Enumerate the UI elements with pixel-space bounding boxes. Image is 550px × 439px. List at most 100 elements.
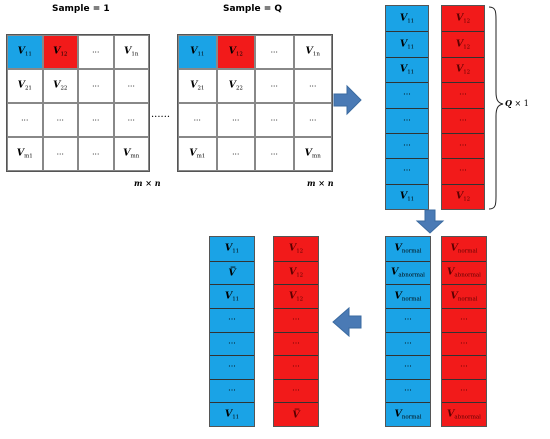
stack-final-blue-cell: V11 — [210, 284, 254, 308]
matrix_right-cell-2-3: ··· — [255, 69, 294, 103]
matrix_right-cell-1-4: V1n — [293, 35, 332, 69]
stack-labeled-red-cell-value: Vabnormal — [447, 266, 481, 279]
stack-top-red-cell: V12 — [442, 6, 484, 31]
stack-labeled-red-cell: ··· — [442, 378, 486, 403]
stack-top-blue-cell-value: ··· — [403, 166, 411, 176]
matrix_right-cell-1-3: ··· — [255, 35, 294, 69]
stack-top-blue-cell: ··· — [386, 158, 428, 183]
matrix_right-cell-3-3: ··· — [255, 103, 294, 137]
matrix_right-cell-value: V21 — [190, 79, 205, 92]
matrix_right-cell-3-2: ··· — [216, 103, 255, 137]
stack-final-blue-cell-value: ··· — [228, 386, 236, 396]
stack-final-red-cell-value: ··· — [292, 315, 300, 325]
stack-labeled-blue-cell: Vnormal — [386, 237, 430, 261]
stack-final-red-cell-value: V̅ — [292, 408, 300, 420]
matrix_right-cell-4-3: ··· — [255, 137, 294, 171]
stack-top-red-cell-value: V12 — [455, 190, 471, 203]
stack-final-blue-cell-value: ··· — [228, 362, 236, 372]
stack-top-red-cell-value: ··· — [459, 141, 467, 151]
stack-final-blue-cell-value: V11 — [224, 289, 240, 302]
stack-top-red-cell-value: V12 — [455, 63, 471, 76]
stack-top-red-cell-value: ··· — [459, 115, 467, 125]
matrix_left-cell-4-4: Vmn — [113, 137, 149, 171]
stack-labeled-red-cell-value: ··· — [460, 386, 468, 396]
stack-labeled-red-cell-value: Vabnormal — [447, 407, 481, 420]
stack-labeled-blue-cell: ··· — [386, 331, 430, 356]
stack-final-red-cell-value: ··· — [292, 386, 300, 396]
matrix_left-cell-1-1: V11 — [7, 35, 43, 69]
matrix_right-cell-4-2: ··· — [216, 137, 255, 171]
matrix_left-cell-2-4: ··· — [113, 69, 149, 103]
stack-top-red-cell: V12 — [442, 56, 484, 82]
stack-labeled-blue-cell: ··· — [386, 378, 430, 403]
matrix_right-cell-1-2: V12 — [216, 35, 255, 69]
stack-final-red-cell-value: V12 — [288, 266, 304, 279]
matrix_right-cell-value: V11 — [190, 45, 205, 58]
matrix_right-cell-value: ··· — [270, 81, 278, 91]
matrix_left-cell-1-3: ··· — [78, 35, 114, 69]
matrix_left-cell-value: V11 — [17, 45, 32, 58]
stack-labeled-red-cell: Vnormal — [442, 284, 486, 308]
stack-final-blue-cell-value: V11 — [224, 242, 240, 255]
stack-top-blue-cell: V11 — [386, 31, 428, 56]
matrix_right-cell-value: Vm1 — [189, 147, 206, 160]
matrix_left-cell-value: ··· — [92, 81, 100, 91]
matrix_left-cell-3-1: ··· — [7, 103, 43, 137]
matrix_right-cell-value: ··· — [270, 115, 278, 125]
stack-final-red-cell: ··· — [274, 355, 318, 379]
matrix_left-cell-4-1: Vm1 — [7, 137, 43, 171]
stack-labeled-blue-cell-value: Vnormal — [394, 289, 422, 302]
stack-final-red-cell: ··· — [274, 331, 318, 356]
matrix_right-cell-value: V22 — [228, 79, 243, 92]
matrix_left-cell-3-2: ··· — [42, 103, 78, 137]
stack-labeled-red-cell: ··· — [442, 355, 486, 379]
matrix_left-cell-4-3: ··· — [78, 137, 114, 171]
matrix_left-cell-2-2: V22 — [42, 69, 78, 103]
stack-top-red-cell: V12 — [442, 31, 484, 56]
stack-final-blue-cell-value: ··· — [228, 315, 236, 325]
matrix_left-cell-value: ··· — [21, 115, 29, 125]
stack-labeled-red-cell-value: Vnormal — [450, 289, 478, 302]
stack-final-red-cell: V12 — [274, 260, 318, 285]
stack-labeled-red-cell: ··· — [442, 331, 486, 356]
stack-labeled-blue-cell-value: ··· — [404, 362, 412, 372]
stack-labeled-red-cell: ··· — [442, 307, 486, 332]
matrix_left-cell-value: Vm1 — [16, 147, 33, 160]
matrix_right-cell-value: ··· — [270, 47, 278, 57]
stack-labeled-red-cell-value: ··· — [460, 362, 468, 372]
matrix-right-dims: m × n — [307, 178, 334, 188]
matrix_right-cell-1-1: V11 — [178, 35, 217, 69]
stack-labeled-blue-cell-value: ··· — [404, 315, 412, 325]
stack-final-red-cell: ··· — [274, 378, 318, 403]
stack-labeled-red-cell-value: ··· — [460, 338, 468, 348]
stack-top-blue-cell-value: V11 — [399, 11, 415, 24]
stack-final-blue-cell: ··· — [210, 378, 254, 403]
matrix_left-cell-1-2: V12 — [42, 35, 78, 69]
matrix_left-cell-value: ··· — [127, 81, 135, 91]
stack-labeled-blue-cell-value: Vabnormal — [391, 266, 425, 279]
matrix_left-cell-value: V22 — [53, 79, 68, 92]
stack-top-blue-cell: ··· — [386, 107, 428, 133]
matrix_left-cell-value: ··· — [127, 115, 135, 125]
stack-top-blue-cell-value: ··· — [403, 141, 411, 151]
stack-final-blue-cell: ··· — [210, 331, 254, 356]
stack-top-blue-cell-value: ··· — [403, 90, 411, 100]
matrix_right-cell-2-1: V21 — [178, 69, 217, 103]
stack-top-red-cell: ··· — [442, 82, 484, 107]
stack-final-red-cell-value: ··· — [292, 338, 300, 348]
matrix_left-cell-3-3: ··· — [78, 103, 114, 137]
matrix_right-cell-value: ··· — [232, 149, 240, 159]
stack-top-red-cell-value: V12 — [455, 11, 471, 24]
stack-labeled-red-cell: Vabnormal — [442, 260, 486, 285]
stack-top-blue-cell: V11 — [386, 6, 428, 31]
stack-labeled-blue-cell: Vnormal — [386, 284, 430, 308]
matrix_left-cell-2-3: ··· — [78, 69, 114, 103]
stack-top-red-cell: ··· — [442, 158, 484, 183]
stack-final-blue-cell: V11 — [210, 402, 254, 426]
matrix_left-cell-value: ··· — [92, 115, 100, 125]
stack-labeled-red-cell-value: Vnormal — [450, 242, 478, 255]
matrix_right-cell-value: Vmn — [304, 147, 321, 160]
